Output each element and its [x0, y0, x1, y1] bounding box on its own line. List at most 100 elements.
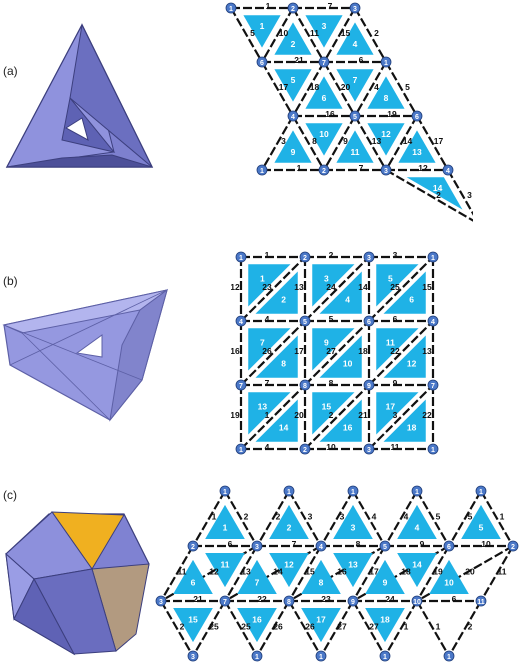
face-label: 15 [322, 401, 332, 411]
edge-label: 1 [265, 250, 270, 260]
edge-label: 13 [241, 567, 251, 577]
edge-label: 1 [500, 512, 505, 522]
edge-label: 26 [262, 346, 272, 356]
edge-label: 19 [433, 567, 443, 577]
vertex-node [380, 56, 392, 68]
face-label: 2 [287, 523, 292, 533]
vertex-node [235, 443, 247, 455]
face-label: 6 [191, 578, 196, 588]
edge-label: 27 [337, 622, 347, 632]
net-edge [368, 256, 434, 322]
face-triangle [248, 264, 291, 307]
vertex-node [380, 164, 392, 176]
net-edge [292, 115, 325, 171]
net-edge [304, 384, 370, 450]
face-label: 5 [291, 75, 296, 85]
net-edge [352, 600, 386, 657]
net-edge [240, 256, 306, 322]
face-triangle [383, 271, 426, 314]
net-edge [447, 169, 473, 216]
face-triangle [336, 130, 374, 163]
face-triangle [376, 328, 419, 371]
edge-label: 2 [276, 512, 281, 522]
edge-label: 24 [385, 594, 395, 604]
face-triangle [429, 559, 469, 595]
face-triangle [274, 22, 312, 55]
vertex-label: 6 [260, 60, 264, 67]
vertex-label: 1 [431, 447, 435, 454]
vertex-node [155, 595, 167, 607]
edge-label: 6 [228, 539, 233, 549]
vertex-label: 1 [383, 654, 387, 661]
edge-label: 12 [231, 282, 240, 292]
net-edge [224, 600, 258, 657]
vertex-node [315, 650, 327, 662]
edge-label: 22 [422, 410, 432, 420]
vertex-node [318, 56, 330, 68]
edge-label: 2 [244, 512, 249, 522]
edge-label: 4 [374, 82, 379, 92]
vertex-label: 2 [303, 447, 307, 454]
net-edge [416, 115, 449, 171]
edge-label: 10 [279, 28, 289, 38]
vertex-label: 5 [383, 544, 387, 551]
net-edge [288, 545, 322, 602]
vertex-label: 3 [367, 255, 371, 262]
face-triangle [312, 392, 355, 435]
vertex-node [187, 540, 199, 552]
edge-label: 1 [266, 1, 271, 11]
edge-label: 20 [465, 567, 475, 577]
vertex-label: 2 [291, 6, 295, 13]
vertex-node [299, 251, 311, 263]
edge-label: 9 [343, 136, 348, 146]
net-edge [416, 545, 450, 602]
vertex-label: 3 [367, 447, 371, 454]
vertex-node [411, 110, 423, 122]
face-label: 13 [348, 559, 358, 569]
edge-label: 9 [393, 378, 398, 388]
face-label: 12 [381, 129, 391, 139]
face-label: 18 [407, 423, 417, 433]
vertex-label: 1 [351, 489, 355, 496]
edge-label: 27 [369, 622, 379, 632]
edge-label: 17 [369, 567, 379, 577]
face-label: 17 [386, 401, 396, 411]
vertex-label: 6 [367, 319, 371, 326]
vertex-node [318, 164, 330, 176]
vertex-label: 1 [384, 60, 388, 67]
face-triangle [365, 607, 405, 643]
face-triangle [269, 504, 309, 540]
edge-label: 11 [391, 442, 400, 452]
net-edge [352, 490, 386, 547]
edge-label: 16 [337, 567, 347, 577]
face-label: 6 [409, 295, 414, 305]
edge-label: 4 [372, 512, 377, 522]
face-triangle [248, 392, 291, 435]
vertex-label: 3 [191, 654, 195, 661]
edge-label: 5 [329, 314, 334, 324]
net-edge [292, 61, 325, 117]
net-edge [160, 600, 194, 657]
edge-label: 18 [358, 346, 368, 356]
net-edge [323, 61, 356, 117]
face-triangle [319, 335, 362, 378]
face-triangle [376, 392, 419, 435]
face-triangle [319, 271, 362, 314]
face-label: 18 [380, 614, 390, 624]
edge-label: 7 [359, 163, 364, 173]
net-edge [385, 115, 418, 171]
edge-label: 21 [294, 55, 304, 65]
net-edge [323, 115, 356, 171]
vertex-label: 1 [239, 447, 243, 454]
vertex-label: 1 [229, 6, 233, 13]
net-edge [240, 384, 306, 450]
face-label: 2 [281, 295, 286, 305]
net-edge [224, 545, 258, 602]
face-label: 7 [260, 337, 265, 347]
edge-label: 25 [209, 622, 219, 632]
edge-label: 17 [279, 82, 289, 92]
vertex-node [256, 56, 268, 68]
face-label: 5 [479, 523, 484, 533]
face-label: 8 [319, 578, 324, 588]
